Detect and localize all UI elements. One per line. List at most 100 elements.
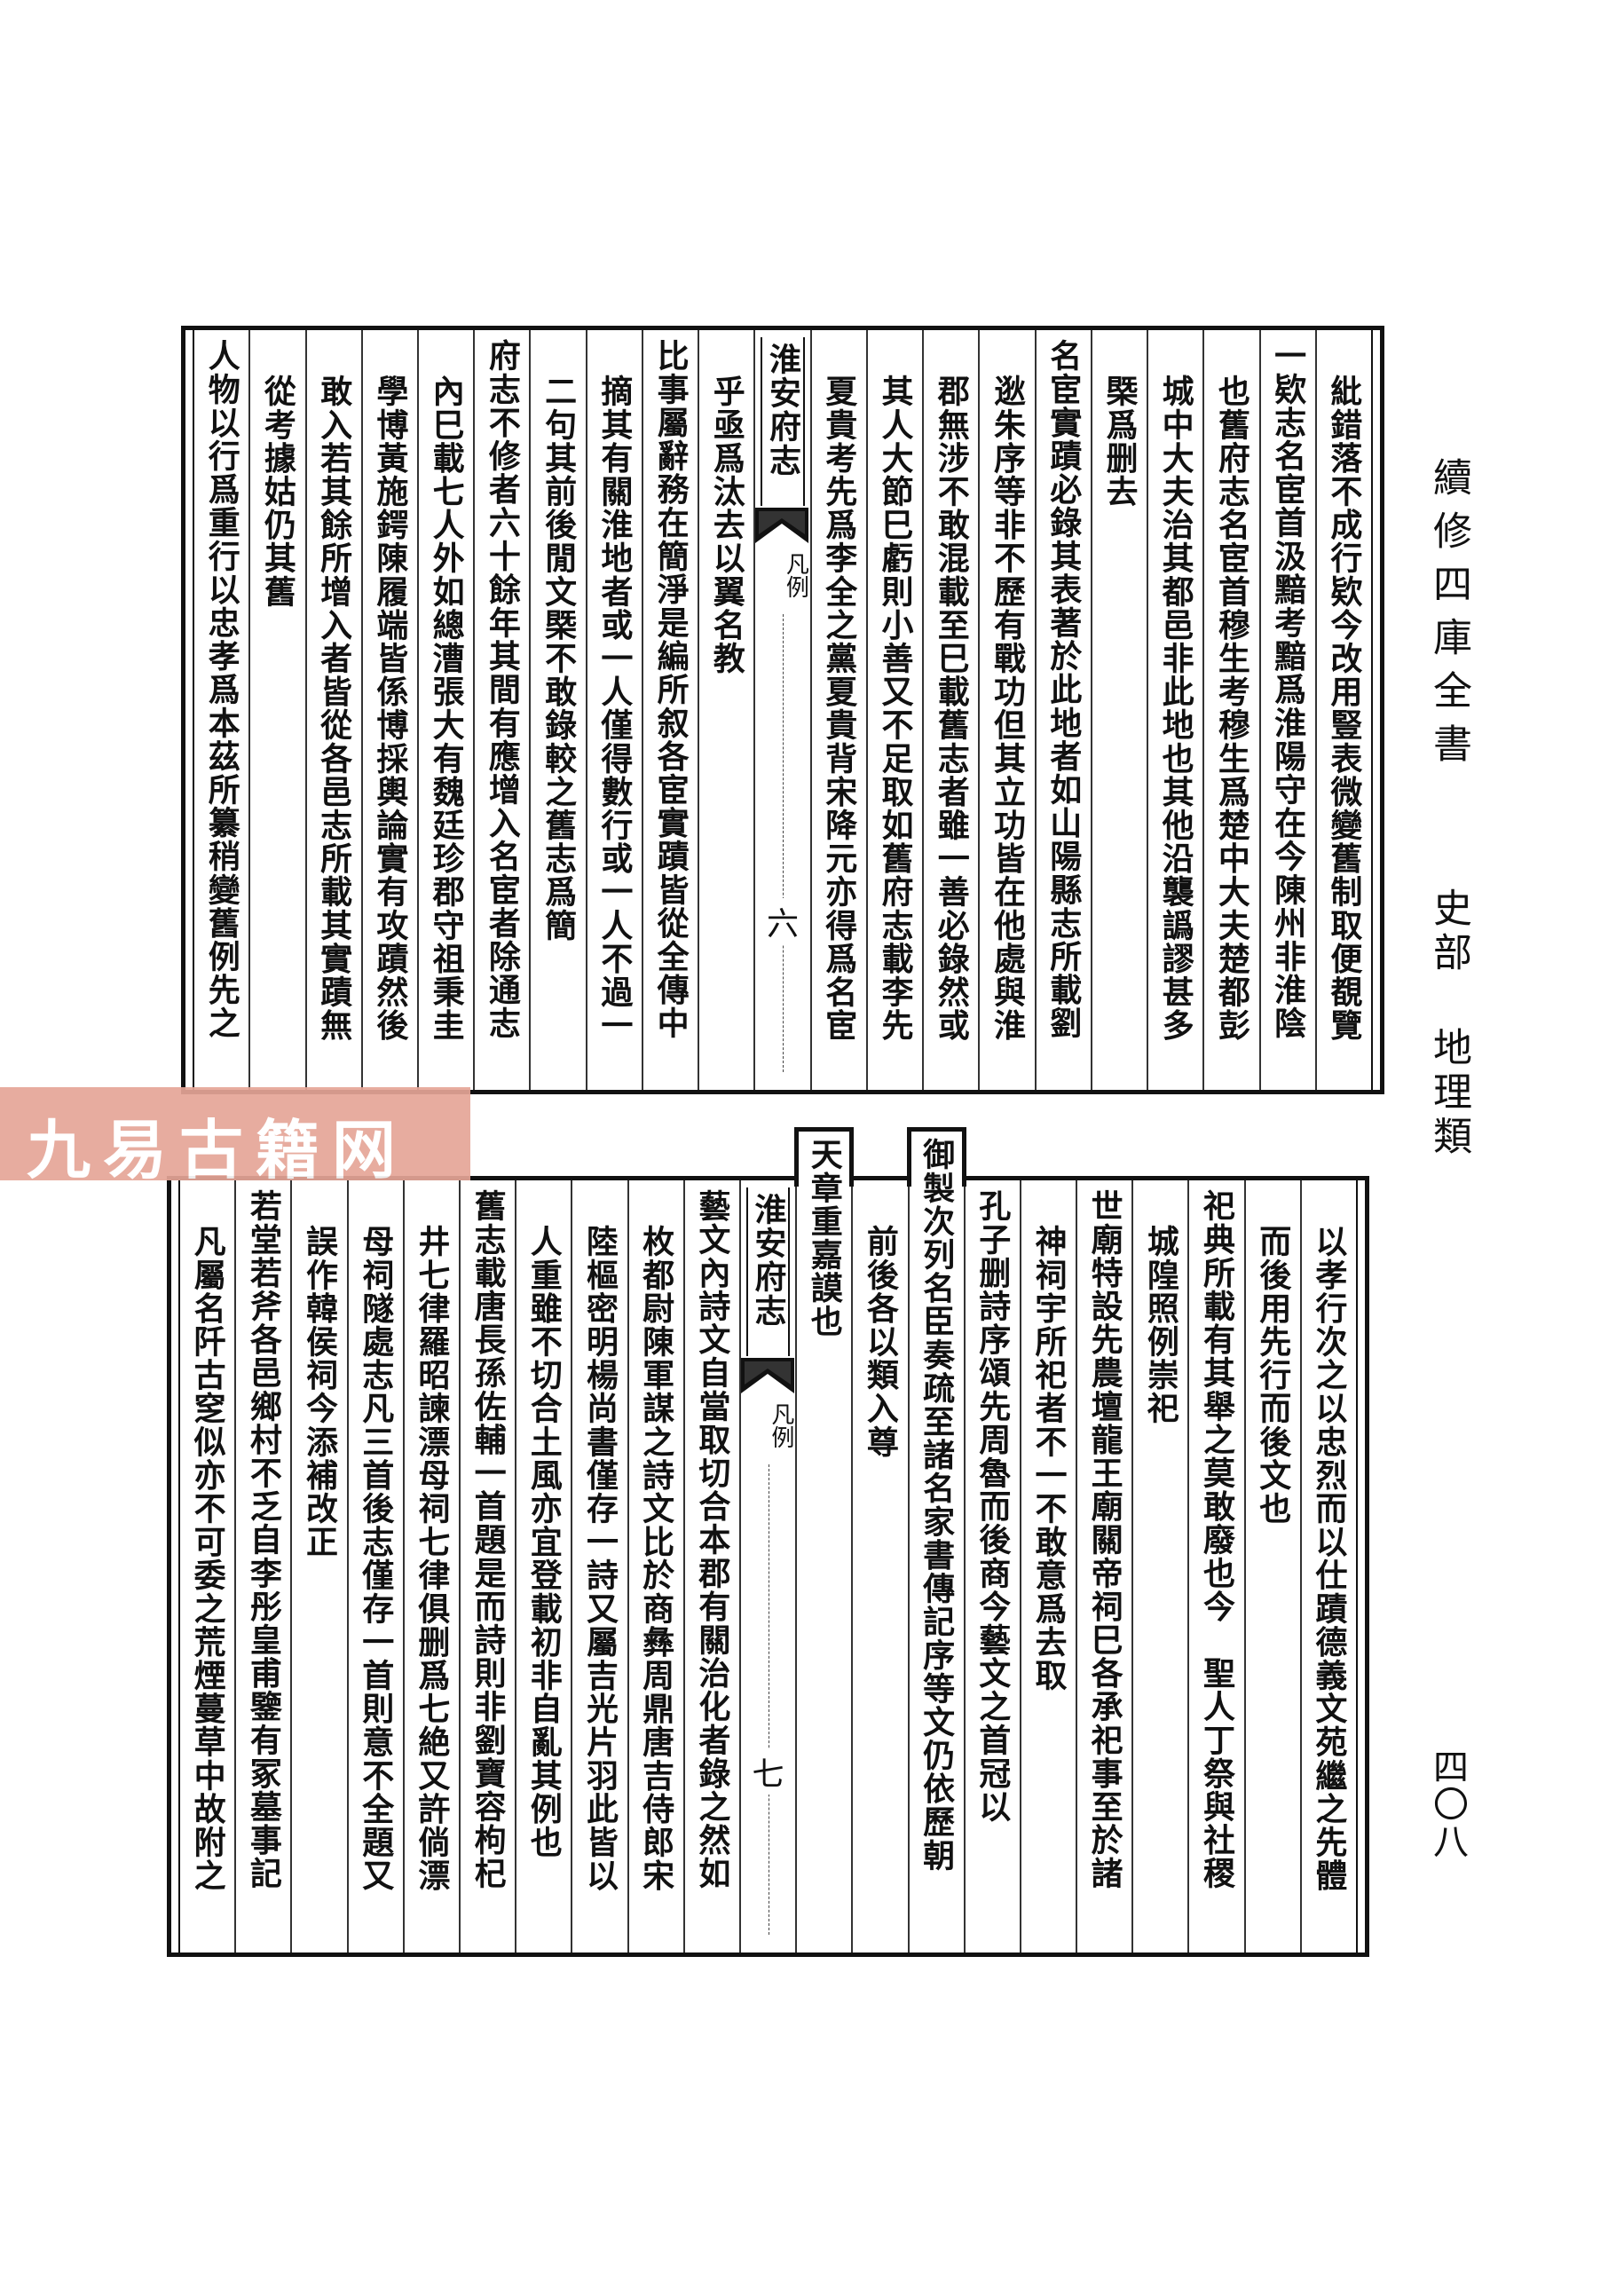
text-column: 祀典所載有其舉之莫敢廢也今 聖人丁祭與社稷 xyxy=(1187,1180,1243,1952)
text-column: 郡無涉不敢混載至巳載舊志者雖一善必錄然或 xyxy=(922,330,978,1090)
top-text-block: 紕錯落不成行欵今改用豎表微變舊制取便覩覽一欵志名宦首汲黯考黯爲淮陽守在今陳州非淮… xyxy=(181,326,1384,1094)
text-column: 城中大夫治其都邑非此地也其他沿襲譌謬甚多 xyxy=(1147,330,1202,1090)
text-column: 舊志載唐長孫佐輔一首題是而詩則非劉寶容枸杞 xyxy=(459,1180,515,1952)
page-number: 四〇八 xyxy=(1427,1748,1468,1860)
column-text: 夏貴考先爲李全之黨夏貴背宋降元亦得爲名宦 xyxy=(820,375,858,1042)
column-text: 二句其前後閒文槩不敢錄較之舊志爲簡 xyxy=(540,375,578,943)
section-label: 凡例 xyxy=(767,1402,794,1448)
text-column: 府志不修者六十餘年其間有應增入名宦者除通志 xyxy=(473,330,529,1090)
column-text: 藝文內詩文自當取切合本郡有關治化者錄之然如 xyxy=(693,1189,731,1890)
text-column: 母祠隧處志凡三首後志僅存一首則意不全題又 xyxy=(346,1180,403,1952)
text-column: 也舊府志名宦首穆生考穆生爲楚中大夫楚都彭 xyxy=(1202,330,1258,1090)
column-text: 摘其有關淮地者或一人僅得數行或一人不過一 xyxy=(595,375,634,1042)
section-label: 凡例 xyxy=(782,552,809,598)
column-text: 城隍照例崇祀 xyxy=(1141,1225,1179,1425)
column-text: 神祠宇所祀者不一不敢意爲去取 xyxy=(1029,1225,1068,1692)
text-column: 陸樞密明楊尚書僅存一詩又屬吉光片羽此皆以 xyxy=(571,1180,627,1952)
text-column: 以孝行次之以忠烈而以仕蹟德義文苑繼之先體 xyxy=(1299,1180,1356,1952)
column-text: 紕錯落不成行欵今改用豎表微變舊制取便覩覽 xyxy=(1325,375,1363,1042)
text-column: 夏貴考先爲李全之黨夏貴背宋降元亦得爲名宦 xyxy=(809,330,866,1090)
text-column: 孔子删詩序頌先周魯而後商今藝文之首冠以 xyxy=(963,1180,1020,1952)
column-text: 敢入若其餘所增入者皆從各邑志所載其實蹟無 xyxy=(315,375,353,1042)
text-column: 比事屬辭務在簡淨是編所叙各宦實蹟皆從全傳中 xyxy=(641,330,698,1090)
column-text: 內巳載七人外如總漕張大有魏廷珍郡守祖秉圭 xyxy=(427,375,465,1042)
column-text: 名宦實蹟必錄其表著於此地者如山陽縣志所載劉 xyxy=(1045,339,1083,1040)
column-text: 從考據姑仍其舊 xyxy=(258,375,296,609)
column-text: 誤作韓侯祠今添補改正 xyxy=(301,1225,339,1558)
column-text: 人物以行爲重行以忠孝爲本茲所纂稍變舊例先之 xyxy=(202,339,240,1040)
column-text: 陸樞密明楊尚書僅存一詩又屬吉光片羽此皆以 xyxy=(580,1225,619,1892)
text-column: 井七律羅昭諫漂母祠七律俱删爲七絶又許倘漂 xyxy=(402,1180,459,1952)
fishtail-mark-icon xyxy=(755,508,809,543)
column-text: 凡屬名阡古窆似亦不可委之荒煙蔓草中故附之 xyxy=(188,1225,226,1892)
category-label: 史部 地理類 xyxy=(1426,888,1471,1160)
text-column: 一欵志名宦首汲黯考黯爲淮陽守在今陳州非淮陰 xyxy=(1258,330,1315,1090)
text-column: 摘其有關淮地者或一人僅得數行或一人不過一 xyxy=(585,330,642,1090)
book-title-box: 淮安府志 xyxy=(745,1187,791,1356)
text-column: 二句其前後閒文槩不敢錄較之舊志爲簡 xyxy=(529,330,585,1090)
column-text: 母祠隧處志凡三首後志僅存一首則意不全題又 xyxy=(357,1225,395,1892)
leaf-number: 七 xyxy=(752,1748,784,1795)
column-text: 學博黃施鍔陳履端皆係博採輿論實有攻蹟然後 xyxy=(371,375,409,1042)
column-text: 乎亟爲汰去以翼名教 xyxy=(707,375,745,675)
column-text: 若堂若斧各邑鄉村不乏自李彤皇甫鑒有冢墓事記 xyxy=(244,1189,282,1890)
text-column: 御製次列名臣奏疏至諸名家書傳記序等文仍依歷朝 xyxy=(906,1127,966,1952)
leaf-number: 六 xyxy=(767,898,800,944)
column-text: 比事屬辭務在簡淨是編所叙各宦實蹟皆從全傳中 xyxy=(651,339,690,1040)
text-column: 前後各以類入尊 xyxy=(851,1180,907,1952)
text-column: 乎亟爲汰去以翼名教 xyxy=(698,330,753,1090)
text-column: 學博黃施鍔陳履端皆係博採輿論實有攻蹟然後 xyxy=(360,330,417,1090)
column-text: 人重雖不切合土風亦宜登載初非自亂其例也 xyxy=(524,1225,563,1859)
text-column: 凡屬名阡古窆似亦不可委之荒煙蔓草中故附之 xyxy=(180,1180,234,1952)
text-column: 其人大節巳虧則小善又不足取如舊府志載李先 xyxy=(865,330,922,1090)
text-column: 世廟特設先農壇龍王廟關帝祠巳各承祀事至於諸 xyxy=(1076,1180,1131,1952)
text-column: 名宦實蹟必錄其表著於此地者如山陽縣志所載劉 xyxy=(1034,330,1091,1090)
center-column: 淮安府志凡例七 xyxy=(738,1180,795,1952)
book-title: 淮安府志 xyxy=(749,1193,787,1328)
text-column: 藝文內詩文自當取切合本郡有關治化者錄之然如 xyxy=(682,1180,739,1952)
divider xyxy=(783,614,784,1072)
column-text: 世廟特設先農壇龍王廟關帝祠巳各承祀事至於諸 xyxy=(1085,1189,1123,1890)
text-column: 而後用先行而後文也 xyxy=(1243,1180,1300,1952)
column-text: 城中大夫治其都邑非此地也其他沿襲譌謬甚多 xyxy=(1156,375,1194,1042)
series-title: 續修四庫全書 xyxy=(1426,457,1471,777)
column-text: 井七律羅昭諫漂母祠七律俱删爲七絶又許倘漂 xyxy=(413,1225,451,1892)
text-column: 內巳載七人外如總漕張大有魏廷珍郡守祖秉圭 xyxy=(417,330,473,1090)
text-column: 槩爲删去 xyxy=(1090,330,1147,1090)
center-column: 淮安府志凡例六 xyxy=(753,330,809,1090)
bottom-text-block: 以孝行次之以忠烈而以仕蹟德義文苑繼之先體而後用先行而後文也祀典所載有其舉之莫敢廢… xyxy=(167,1127,1369,1957)
column-text: 府志不修者六十餘年其間有應增入名宦者除通志 xyxy=(483,339,521,1040)
column-text: 郡無涉不敢混載至巳載舊志者雖一善必錄然或 xyxy=(932,375,970,1042)
text-column: 人重雖不切合土風亦宜登載初非自亂其例也 xyxy=(515,1180,571,1952)
text-column: 枚都尉陳軍謀之詩文比於商彝周鼎唐吉侍郎宋 xyxy=(627,1180,683,1952)
column-text: 也舊府志名宦首穆生考穆生爲楚中大夫楚都彭 xyxy=(1212,375,1250,1042)
column-text: 祀典所載有其舉之莫敢廢也今 聖人丁祭與社稷 xyxy=(1198,1189,1236,1890)
text-column: 神祠宇所祀者不一不敢意爲去取 xyxy=(1019,1180,1076,1952)
watermark-text: 九易古籍网 xyxy=(27,1112,409,1187)
column-text: 其人大節巳虧則小善又不足取如舊府志載李先 xyxy=(876,375,914,1042)
column-text: 御製次列名臣奏疏至諸名家書傳記序等文仍依歷朝 xyxy=(918,1138,956,1873)
text-column: 敢入若其餘所增入者皆從各邑志所載其實蹟無 xyxy=(304,330,361,1090)
text-column: 天章重嘉謨也 xyxy=(794,1127,855,1952)
column-text: 舊志載唐長孫佐輔一首題是而詩則非劉寶容枸杞 xyxy=(469,1189,507,1890)
text-column: 紕錯落不成行欵今改用豎表微變舊制取便覩覽 xyxy=(1314,330,1371,1090)
text-column: 從考據姑仍其舊 xyxy=(248,330,304,1090)
book-title: 淮安府志 xyxy=(764,343,802,477)
watermark: 九易古籍网 xyxy=(0,1087,470,1187)
text-column: 人物以行爲重行以忠孝爲本茲所纂稍變舊例先之 xyxy=(194,330,248,1090)
column-text: 天章重嘉謨也 xyxy=(805,1138,843,1338)
column-text: 前後各以類入尊 xyxy=(861,1225,899,1459)
text-column: 逖朱序等非不歷有戰功但其立功皆在他處與淮 xyxy=(978,330,1034,1090)
column-text: 孔子删詩序頌先周魯而後商今藝文之首冠以 xyxy=(974,1189,1012,1824)
column-text: 逖朱序等非不歷有戰功但其立功皆在他處與淮 xyxy=(988,375,1026,1042)
column-text: 一欵志名宦首汲黯考黯爲淮陽守在今陳州非淮陰 xyxy=(1269,339,1307,1040)
fishtail-mark-icon xyxy=(740,1358,794,1393)
book-title-box: 淮安府志 xyxy=(761,337,805,506)
text-column: 誤作韓侯祠今添補改正 xyxy=(290,1180,346,1952)
column-text: 以孝行次之以忠烈而以仕蹟德義文苑繼之先體 xyxy=(1310,1225,1348,1892)
text-column: 城隍照例崇祀 xyxy=(1131,1180,1187,1952)
column-text: 而後用先行而後文也 xyxy=(1254,1225,1292,1526)
column-text: 槩爲删去 xyxy=(1100,375,1139,509)
column-text: 枚都尉陳軍謀之詩文比於商彝周鼎唐吉侍郎宋 xyxy=(637,1225,675,1892)
text-column: 若堂若斧各邑鄉村不乏自李彤皇甫鑒有冢墓事記 xyxy=(234,1180,290,1952)
